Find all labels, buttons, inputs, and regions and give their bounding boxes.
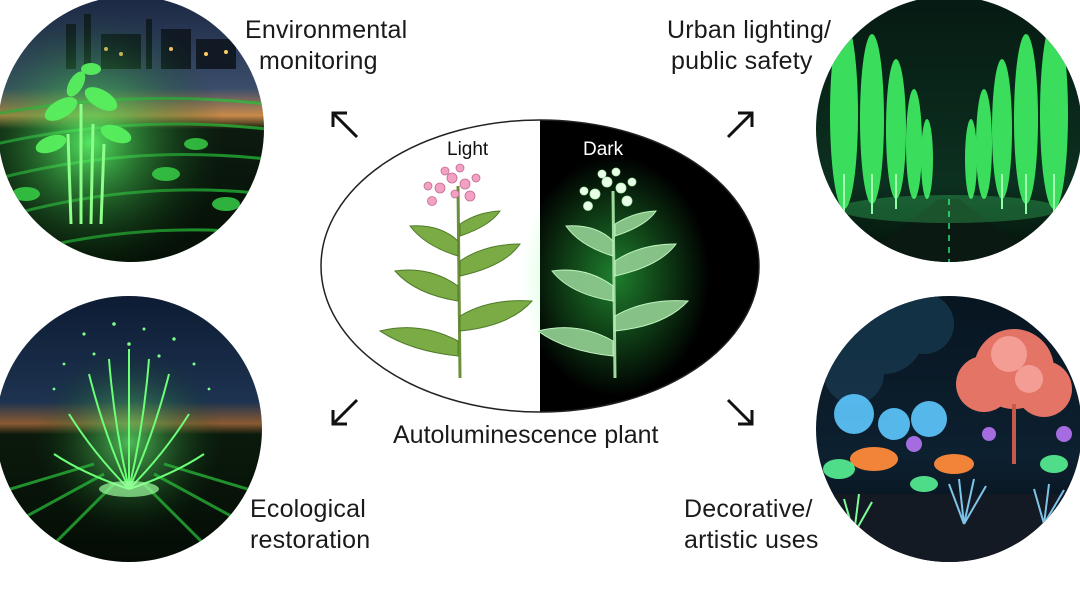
dark-label: Dark	[583, 139, 624, 160]
light-label: Light	[447, 139, 489, 160]
label-line: Ecological	[250, 495, 366, 523]
label-environmental-monitoring: Environmental monitoring	[245, 15, 407, 77]
label-line: Environmental	[245, 16, 408, 44]
label-line: restoration	[250, 526, 371, 554]
light-dark-ellipse	[320, 119, 760, 413]
arrow-up-right-icon	[726, 111, 754, 139]
urban-lighting-image	[816, 0, 1080, 262]
label-decorative-uses: Decorative/ artistic uses	[684, 494, 819, 556]
label-line: Urban lighting/	[667, 16, 832, 44]
arrow-down-left-icon	[331, 398, 359, 426]
dark-plant-illustration	[520, 156, 710, 396]
center-caption: Autoluminescence plant	[393, 421, 659, 449]
arrow-down-right-icon	[726, 398, 754, 426]
light-plant-illustration	[378, 163, 534, 379]
label-line: public safety	[671, 47, 813, 75]
label-ecological-restoration: Ecological restoration	[250, 494, 370, 556]
arrow-up-left-icon	[331, 111, 359, 139]
label-urban-lighting: Urban lighting/ public safety	[667, 15, 831, 77]
label-line: artistic uses	[684, 526, 819, 554]
label-line: monitoring	[259, 47, 378, 75]
environmental-monitoring-image	[0, 0, 264, 262]
label-line: Decorative/	[684, 495, 813, 523]
ecological-restoration-image	[0, 296, 262, 562]
decorative-uses-image	[816, 296, 1080, 562]
